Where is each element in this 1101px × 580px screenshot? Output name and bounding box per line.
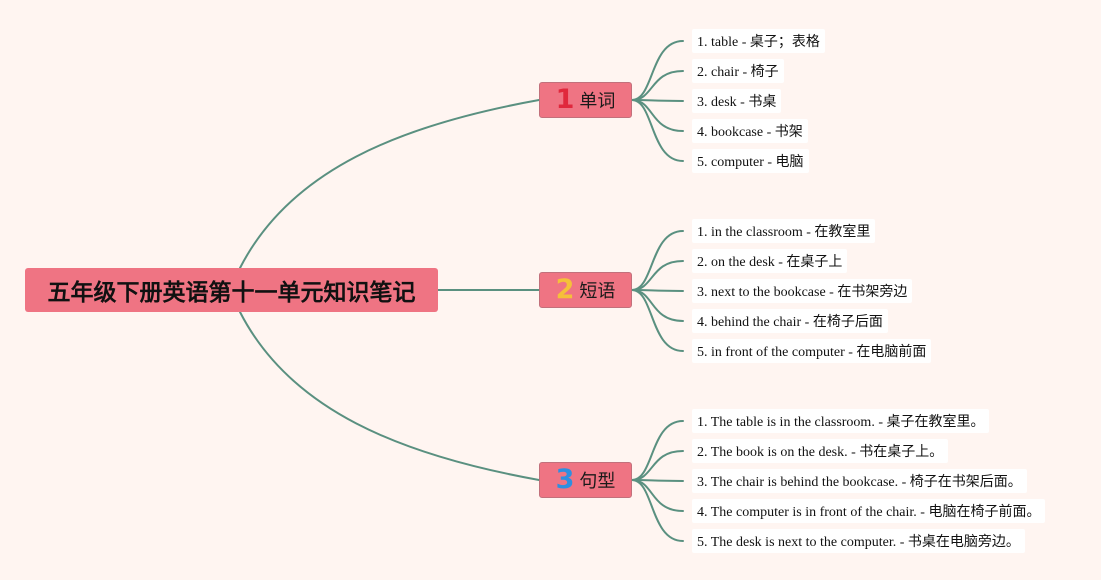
leaf-item[interactable]: 3. next to the bookcase - 在书架旁边 [692, 279, 913, 303]
connector-line [631, 479, 684, 542]
number-one-badge-icon: 1 [555, 84, 575, 115]
leaf-item[interactable]: 4. behind the chair - 在椅子后面 [692, 309, 888, 333]
leaf-item[interactable]: 5. computer - 电脑 [692, 149, 809, 173]
leaf-item[interactable]: 5. The desk is next to the computer. - 书… [692, 529, 1025, 553]
connector-line [631, 450, 684, 481]
branch-label: 单词 [579, 91, 616, 112]
leaf-item[interactable]: 4. bookcase - 书架 [692, 119, 808, 143]
connector-line [239, 311, 540, 481]
connector-line [631, 99, 684, 132]
connector-line [631, 70, 684, 101]
leaf-item[interactable]: 2. on the desk - 在桌子上 [692, 249, 848, 273]
connector-line [631, 40, 684, 101]
leaf-item[interactable]: 5. in front of the computer - 在电脑前面 [692, 339, 932, 363]
connector-line [239, 99, 540, 269]
branch-label: 句型 [579, 471, 616, 492]
leaf-item[interactable]: 1. in the classroom - 在教室里 [692, 219, 876, 243]
connector-line [631, 289, 684, 352]
branch-node-sentences[interactable]: 3 句型 [539, 462, 632, 498]
root-label: 五年级下册英语第十一单元知识笔记 [47, 280, 416, 306]
connector-line [631, 479, 684, 512]
connector-line [631, 99, 684, 162]
number-three-badge-icon: 3 [555, 464, 575, 495]
leaf-item[interactable]: 2. chair - 椅子 [692, 59, 784, 83]
root-node[interactable]: 五年级下册英语第十一单元知识笔记 [25, 268, 438, 312]
connector-line [631, 230, 684, 291]
leaf-item[interactable]: 3. The chair is behind the bookcase. - 椅… [692, 469, 1027, 493]
branch-node-words[interactable]: 1 单词 [539, 82, 632, 118]
leaf-item[interactable]: 3. desk - 书桌 [692, 89, 782, 113]
connector-line [631, 289, 684, 322]
connector-line [631, 420, 684, 481]
leaf-item[interactable]: 4. The computer is in front of the chair… [692, 499, 1046, 523]
number-two-badge-icon: 2 [555, 274, 575, 305]
connector-line [631, 260, 684, 291]
branch-label: 短语 [579, 281, 616, 302]
branch-node-phrases[interactable]: 2 短语 [539, 272, 632, 308]
leaf-item[interactable]: 1. table - 桌子；表格 [692, 29, 825, 53]
leaf-item[interactable]: 2. The book is on the desk. - 书在桌子上。 [692, 439, 949, 463]
leaf-item[interactable]: 1. The table is in the classroom. - 桌子在教… [692, 409, 990, 433]
